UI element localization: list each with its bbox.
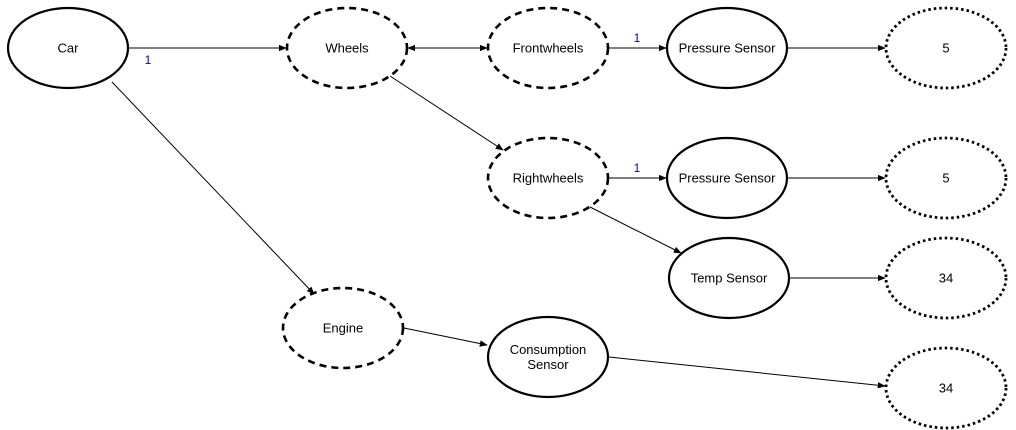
node-value3[interactable]: 34	[884, 236, 1008, 320]
node-shape-pressure1	[665, 6, 789, 90]
node-shape-engine	[281, 286, 405, 370]
edges-layer	[111, 44, 886, 389]
node-temp[interactable]: Temp Sensor	[667, 236, 791, 320]
node-label-value2: 5	[942, 171, 949, 186]
node-shape-value4	[884, 346, 1008, 430]
node-shape-frontwheels	[486, 6, 610, 90]
edge-engine-to-consumption	[403, 327, 488, 347]
edge-consumption-to-value4	[608, 356, 886, 389]
node-shape-rightwheels	[486, 136, 610, 220]
node-car[interactable]: Car	[6, 6, 130, 90]
node-value2[interactable]: 5	[884, 136, 1008, 220]
node-shape-value3	[884, 236, 1008, 320]
node-shape-value1	[884, 6, 1008, 90]
edge-label-frontwheels-to-pressure1: 1	[634, 31, 641, 45]
edge-rightwheels-to-temp	[589, 206, 682, 254]
node-label-engine: Engine	[323, 321, 363, 336]
node-label-value1: 5	[942, 41, 949, 56]
node-engine[interactable]: Engine	[281, 286, 405, 370]
node-pressure2[interactable]: Pressure Sensor	[665, 136, 789, 220]
node-label-pressure1: Pressure Sensor	[679, 41, 776, 56]
edge-label-rightwheels-to-pressure2: 1	[634, 161, 641, 175]
node-label-car: Car	[58, 41, 80, 56]
node-label-value4: 34	[939, 381, 953, 396]
node-shape-consumption	[486, 315, 610, 399]
edge-wheels-to-rightwheels	[389, 75, 504, 151]
edge-labels-layer: 1 1 1	[145, 31, 641, 175]
node-shape-pressure2	[665, 136, 789, 220]
node-frontwheels[interactable]: Frontwheels	[486, 6, 610, 90]
node-label-consumption-line-0: Consumption	[510, 342, 587, 357]
edge-label-car-to-wheels: 1	[145, 53, 152, 67]
node-shape-car	[6, 6, 130, 90]
node-value4[interactable]: 34	[884, 346, 1008, 430]
node-label-pressure2: Pressure Sensor	[679, 171, 776, 186]
node-shape-wheels	[285, 6, 409, 90]
node-value1[interactable]: 5	[884, 6, 1008, 90]
node-wheels[interactable]: Wheels	[285, 6, 409, 90]
node-shape-temp	[667, 236, 791, 320]
edge-car-to-engine	[111, 81, 315, 295]
node-label-temp: Temp Sensor	[691, 271, 768, 286]
node-label-rightwheels: Rightwheels	[513, 171, 584, 186]
node-rightwheels[interactable]: Rightwheels	[486, 136, 610, 220]
node-pressure1[interactable]: Pressure Sensor	[665, 6, 789, 90]
node-label-consumption-line-1: Sensor	[527, 357, 569, 372]
node-shape-value2	[884, 136, 1008, 220]
node-label-value3: 34	[939, 271, 953, 286]
node-label-frontwheels: Frontwheels	[513, 41, 584, 56]
node-label-wheels: Wheels	[325, 41, 369, 56]
